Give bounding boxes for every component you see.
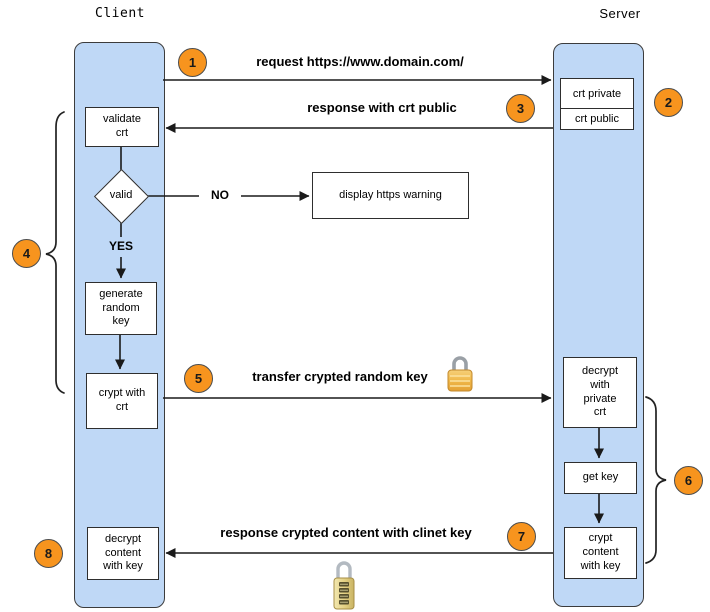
decrypt-content-with-key-box: decrypt content with key [87, 527, 159, 580]
request-message: request https://www.domain.com/ [256, 54, 464, 69]
yes-branch-label: YES [108, 239, 133, 253]
brace-server-steps [645, 396, 667, 564]
crt-public-cell: crt public [560, 109, 634, 130]
step-circle-1: 1 [178, 48, 207, 77]
crt-private-cell: crt private [560, 78, 634, 109]
certificate-stack: crt private crt public [560, 78, 634, 130]
crypt-with-crt-box: crypt with crt [86, 373, 158, 429]
response-public-message: response with crt public [307, 100, 457, 115]
valid-decision-label: valid [109, 189, 133, 201]
generate-random-key-box: generate random key [85, 282, 157, 335]
step-circle-5: 5 [184, 364, 213, 393]
crypt-content-with-key-box: crypt content with key [564, 527, 637, 579]
brace-client-steps [45, 111, 65, 394]
step-circle-3: 3 [506, 94, 535, 123]
padlock-icon [447, 356, 473, 392]
client-lane-title: Client [95, 6, 145, 21]
decrypt-with-private-crt-box: decrypt with private crt [563, 357, 637, 428]
step-circle-7: 7 [507, 522, 536, 551]
server-lane-title: Server [599, 6, 641, 21]
get-key-box: get key [564, 462, 637, 494]
step-circle-4: 4 [12, 239, 41, 268]
display-https-warning-box: display https warning [312, 172, 469, 219]
combination-lock-icon [333, 561, 355, 610]
validate-crt-box: validate crt [85, 107, 159, 147]
step-circle-6: 6 [674, 466, 703, 495]
step-circle-8: 8 [34, 539, 63, 568]
step-circle-2: 2 [654, 88, 683, 117]
response-content-message: response crypted content with clinet key [220, 525, 472, 540]
no-branch-label: NO [199, 188, 241, 202]
transfer-key-message: transfer crypted random key [252, 369, 428, 384]
